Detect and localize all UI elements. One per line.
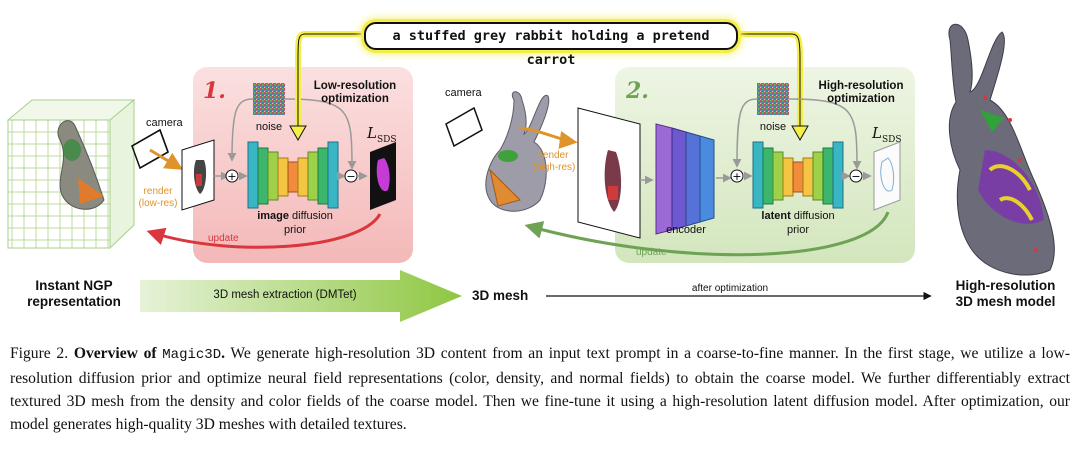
render-arrow-stage1: [149, 148, 184, 170]
final-label-line1: High-resolution: [955, 278, 1056, 293]
stage1-title-line1: Low-resolution: [313, 80, 397, 92]
stage2-update-label: update: [636, 247, 667, 258]
svg-text:−: −: [851, 170, 860, 183]
final-rabbit: [948, 23, 1055, 276]
stage2-number: 2.: [626, 78, 649, 104]
stage1-noise-label: noise: [255, 121, 283, 133]
stage1-update-label: update: [208, 233, 239, 244]
stage2-render-line1: render: [539, 150, 569, 161]
encoder-block: [655, 123, 715, 235]
final-label-line2: 3D mesh model: [955, 294, 1056, 309]
figure-caption: Figure 2. Overview of Magic3D. We genera…: [10, 342, 1070, 436]
svg-text:+: +: [732, 170, 741, 183]
render-image-stage1: [181, 139, 215, 211]
sds-image-stage2: [873, 141, 901, 211]
stage2-prior-bold: latent: [761, 210, 791, 222]
stage2-camera-label: camera: [445, 87, 482, 99]
stage1-prior-bold: image: [257, 210, 289, 222]
stage2-prior-line1: latent diffusion: [743, 210, 853, 222]
stage1-prior-line1: image diffusion: [240, 210, 350, 222]
stage1-render-line1: render: [143, 186, 173, 197]
stage2-prior-rest: diffusion: [790, 210, 835, 222]
pipeline-figure: + −: [6, 22, 1056, 322]
extraction-arrow: [140, 270, 462, 322]
stage1-camera-label: camera: [146, 117, 183, 129]
stage2-render-line2: (high-res): [532, 162, 576, 173]
render-image-stage2: [577, 107, 641, 239]
stage2-title-line1: High-resolution: [818, 80, 904, 92]
sds-image-stage1: [370, 142, 396, 210]
camera-icon-stage1: [131, 128, 169, 170]
stage1-sds-loss: LSDS: [367, 124, 397, 145]
ngp-label-line2: representation: [27, 294, 121, 309]
stage2-prior-line2: prior: [786, 224, 809, 236]
noise-image-stage1: [253, 83, 285, 115]
stage1-number: 1.: [203, 78, 226, 104]
text-prompt: a stuffed grey rabbit holding a pretend …: [364, 22, 738, 68]
ngp-label-line1: Instant NGP: [35, 278, 113, 293]
stage2-title-line2: optimization: [827, 93, 895, 105]
caption-method-name: Magic3D: [162, 347, 222, 363]
camera-icon-stage2: [445, 106, 483, 148]
svg-text:−: −: [346, 170, 355, 183]
caption-bold-end: .: [221, 345, 225, 362]
stage1-prior-line2: prior: [283, 224, 306, 236]
after-optimization-label: after optimization: [691, 283, 769, 294]
stage1-render-line2: (low-res): [138, 198, 178, 209]
render-arrow-stage2: [519, 126, 578, 149]
noise-image-stage2: [757, 83, 789, 115]
stage1-title-line2: optimization: [321, 93, 389, 105]
pipeline-diagram: + −: [6, 23, 1055, 322]
unet-stage2: [752, 141, 844, 209]
mesh-rabbit: [485, 91, 550, 212]
extraction-label: 3D mesh extraction (DMTet): [213, 289, 357, 301]
stage2-encoder-label: encoder: [666, 224, 706, 236]
update-arrow-stage2: [524, 211, 890, 257]
caption-figure-number: Figure 2.: [10, 345, 69, 362]
caption-body: We generate high-resolution 3D content f…: [10, 345, 1071, 433]
update-arrow-stage1: [146, 213, 382, 249]
stage1-prior-rest: diffusion: [288, 210, 333, 222]
stage2-noise-label: noise: [759, 121, 787, 133]
unet-stage1: [247, 141, 339, 209]
mesh-label: 3D mesh: [472, 288, 529, 303]
stage2-sds-loss: LSDS: [872, 124, 902, 145]
instant-ngp-cube: [6, 98, 136, 250]
svg-text:+: +: [227, 170, 236, 183]
caption-bold-lead: Overview of: [73, 345, 157, 362]
